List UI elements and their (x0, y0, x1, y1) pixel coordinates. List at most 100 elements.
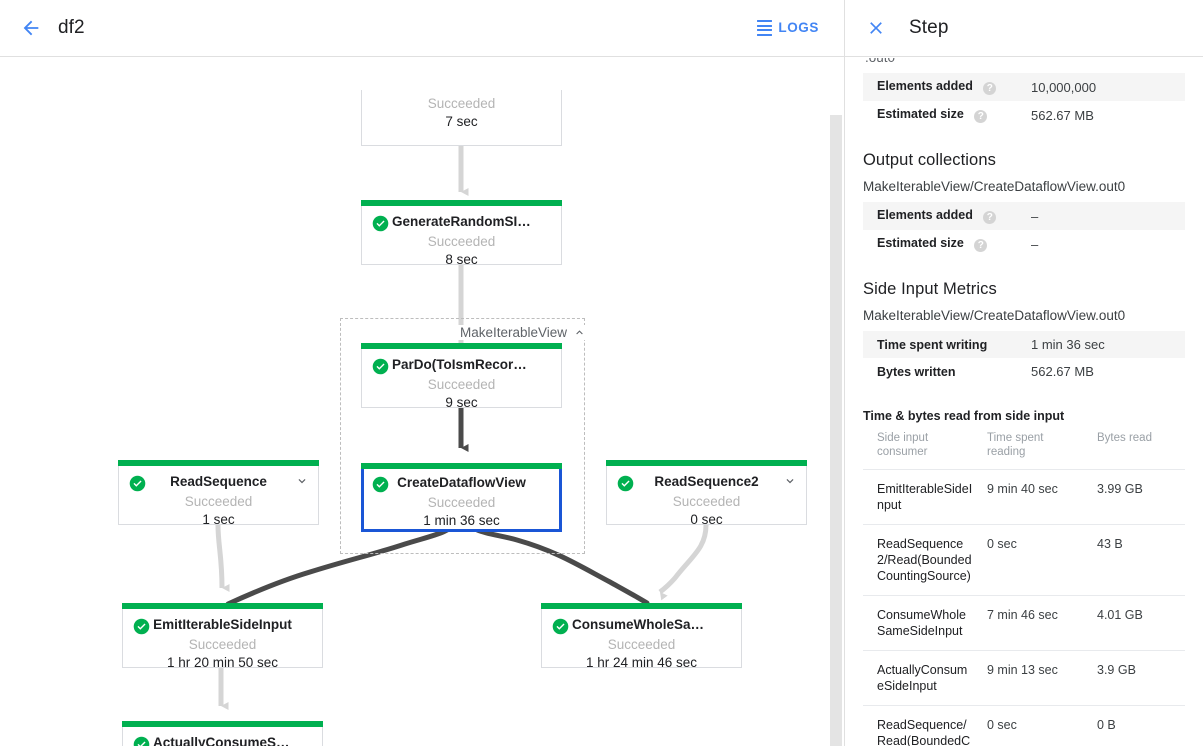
chevron-down-icon[interactable] (295, 474, 309, 488)
cell-consumer: ReadSequence2/Read(BoundedCountingSource… (863, 524, 979, 596)
metric-value: – (1031, 236, 1039, 252)
graph-node-duration: 1 hr 20 min 50 sec (166, 655, 279, 670)
help-icon[interactable]: ? (983, 82, 997, 95)
step-details-header: Step (845, 0, 1203, 57)
check-circle-icon (133, 736, 150, 746)
side-input-read-table-title: Time & bytes read from side input (863, 409, 1065, 423)
graph-node-duration: 7 sec (445, 114, 478, 129)
table-row: EmitIterableSideInput 9 min 40 sec 3.99 … (863, 469, 1185, 525)
graph-node-name: ReadSequence (170, 474, 267, 489)
graph-node-create-dataflow-view[interactable]: CreateDataflowView Succeeded 1 min 36 se… (361, 463, 562, 532)
table-row: ReadSequence2/Read(BoundedCountingSource… (863, 524, 1185, 596)
step-details-body[interactable]: .out0 Elements added ? 10,000,000 Estima… (845, 58, 1203, 746)
metric-key: Bytes written (877, 364, 956, 379)
table-row: ConsumeWholeSameSideInput 7 min 46 sec 4… (863, 595, 1185, 651)
graph-node-duration: 1 hr 24 min 46 sec (585, 655, 698, 670)
graph-node-duration: 1 min 36 sec (423, 513, 500, 528)
graph-node-emit-iterable-side-input[interactable]: EmitIterableSideInput Succeeded 1 hr 20 … (122, 603, 323, 670)
check-circle-icon (617, 475, 634, 492)
graph-node-consume-whole-same-side-input[interactable]: ConsumeWholeSameSi… Succeeded 1 hr 24 mi… (541, 603, 742, 670)
cell-time: 0 sec (979, 705, 1089, 746)
graph-edges (215, 146, 709, 710)
help-icon[interactable]: ? (974, 110, 988, 123)
chevron-up-icon[interactable] (573, 326, 586, 339)
graph-node-name: ActuallyConsumeSideI… (153, 735, 313, 746)
node-status-bar (122, 721, 323, 727)
metric-value: 562.67 MB (1031, 107, 1094, 123)
graph-node-status: Succeeded (672, 494, 741, 509)
node-status-bar (118, 460, 319, 466)
cell-time: 7 min 46 sec (979, 595, 1089, 651)
graph-node-actually-consume-side-input[interactable]: ActuallyConsumeSideI… Succeeded 1 hr 12 … (122, 721, 323, 746)
step-details-title: Step (909, 17, 949, 38)
metric-key: Elements added (877, 79, 973, 93)
metric-key: Estimated size (877, 107, 964, 121)
graph-scrollbar-thumb[interactable] (830, 115, 842, 746)
clipped-collection-name: .out0 (865, 58, 1185, 65)
cell-consumer: ActuallyConsumeSideInput (863, 650, 979, 706)
graph-node-status: Succeeded (607, 637, 676, 652)
metric-row: Elements added ? 10,000,000 (863, 73, 1185, 101)
close-icon[interactable] (859, 11, 893, 45)
side-input-metrics-title: Side Input Metrics (863, 280, 997, 298)
chevron-down-icon[interactable] (783, 474, 797, 488)
check-circle-icon (552, 618, 569, 635)
table-row: ActuallyConsumeSideInput 9 min 13 sec 3.… (863, 650, 1185, 706)
help-icon[interactable]: ? (974, 239, 988, 252)
composite-group-makeiterableview (340, 318, 585, 554)
input-metrics-table: Elements added ? 10,000,000 Estimated si… (863, 73, 1185, 129)
cell-bytes: 4.01 GB (1089, 595, 1185, 651)
metric-value: 562.67 MB (1031, 364, 1094, 379)
check-circle-icon (372, 476, 389, 493)
side-input-collection-name: MakeIterableView/CreateDataflowView.out0 (863, 308, 1126, 323)
node-status-bar (361, 343, 562, 349)
graph-node-status: Succeeded (427, 377, 496, 392)
help-icon[interactable]: ? (983, 211, 997, 224)
logs-button-label: LOGS (778, 20, 819, 36)
arrow-back-icon[interactable] (12, 9, 50, 47)
check-circle-icon (129, 475, 146, 492)
cell-bytes: 43 B (1089, 524, 1185, 596)
column-header-side-input-consumer: Side input consumer (863, 425, 979, 470)
metric-row: Estimated size ? 562.67 MB (863, 101, 1185, 129)
cell-bytes: 0 B (1089, 705, 1185, 746)
node-status-bar (361, 200, 562, 206)
side-input-write-metrics-table: Time spent writing 1 min 36 sec Bytes wr… (863, 331, 1185, 385)
metric-value: – (1031, 208, 1039, 224)
graph-node-duration: 0 sec (690, 512, 723, 527)
cell-consumer: ConsumeWholeSameSideInput (863, 595, 979, 651)
graph-node-status: Succeeded (427, 96, 496, 111)
graph-node-name: ParDo(ToIsmRecordFor… (392, 357, 557, 372)
graph-node-name: CreateDataflowView (397, 475, 526, 490)
graph-node-status: Succeeded (184, 494, 253, 509)
graph-node-generate-random-si-data[interactable]: GenerateRandomSIData Succeeded 8 sec (361, 200, 562, 267)
graph-vertical-scrollbar[interactable] (830, 57, 842, 746)
graph-node-read-sequence[interactable]: ReadSequence Succeeded 1 sec (118, 460, 319, 527)
graph-node-name: ConsumeWholeSameSi… (572, 617, 737, 632)
graph-node-pardo-toismrecordfor[interactable]: ParDo(ToIsmRecordFor… Succeeded 9 sec (361, 343, 562, 410)
cell-consumer: EmitIterableSideInput (863, 469, 979, 525)
output-metrics-table: Elements added ? – Estimated size ? – (863, 202, 1185, 258)
cell-time: 0 sec (979, 524, 1089, 596)
table-header-row: Side input consumer Time spent reading B… (863, 425, 1185, 470)
logs-button[interactable]: LOGS (753, 14, 823, 41)
graph-canvas[interactable]: MakeIterableView Succeeded 7 sec (0, 57, 844, 746)
composite-group-label[interactable]: MakeIterableView (457, 325, 590, 340)
graph-node-name: GenerateRandomSIData (392, 214, 547, 229)
table-row: ReadSequence/Read(BoundedCountingSource)… (863, 705, 1185, 746)
graph-node-read-sequence-2[interactable]: ReadSequence2 Succeeded 0 sec (606, 460, 807, 527)
metric-row: Estimated size ? – (863, 230, 1185, 258)
output-collections-title: Output collections (863, 151, 996, 169)
cell-time: 9 min 40 sec (979, 469, 1089, 525)
column-header-bytes-read: Bytes read (1089, 425, 1185, 470)
check-circle-icon (372, 215, 389, 232)
graph-node-status: Succeeded (427, 234, 496, 249)
graph-node-name: ReadSequence2 (654, 474, 759, 489)
graph-pane: df2 LOGS (0, 0, 845, 746)
node-status-bar (606, 460, 807, 466)
graph-node-clipped-top[interactable]: Succeeded 7 sec (361, 90, 562, 146)
node-status-bar (122, 603, 323, 609)
cell-time: 9 min 13 sec (979, 650, 1089, 706)
node-status-bar (541, 603, 742, 609)
